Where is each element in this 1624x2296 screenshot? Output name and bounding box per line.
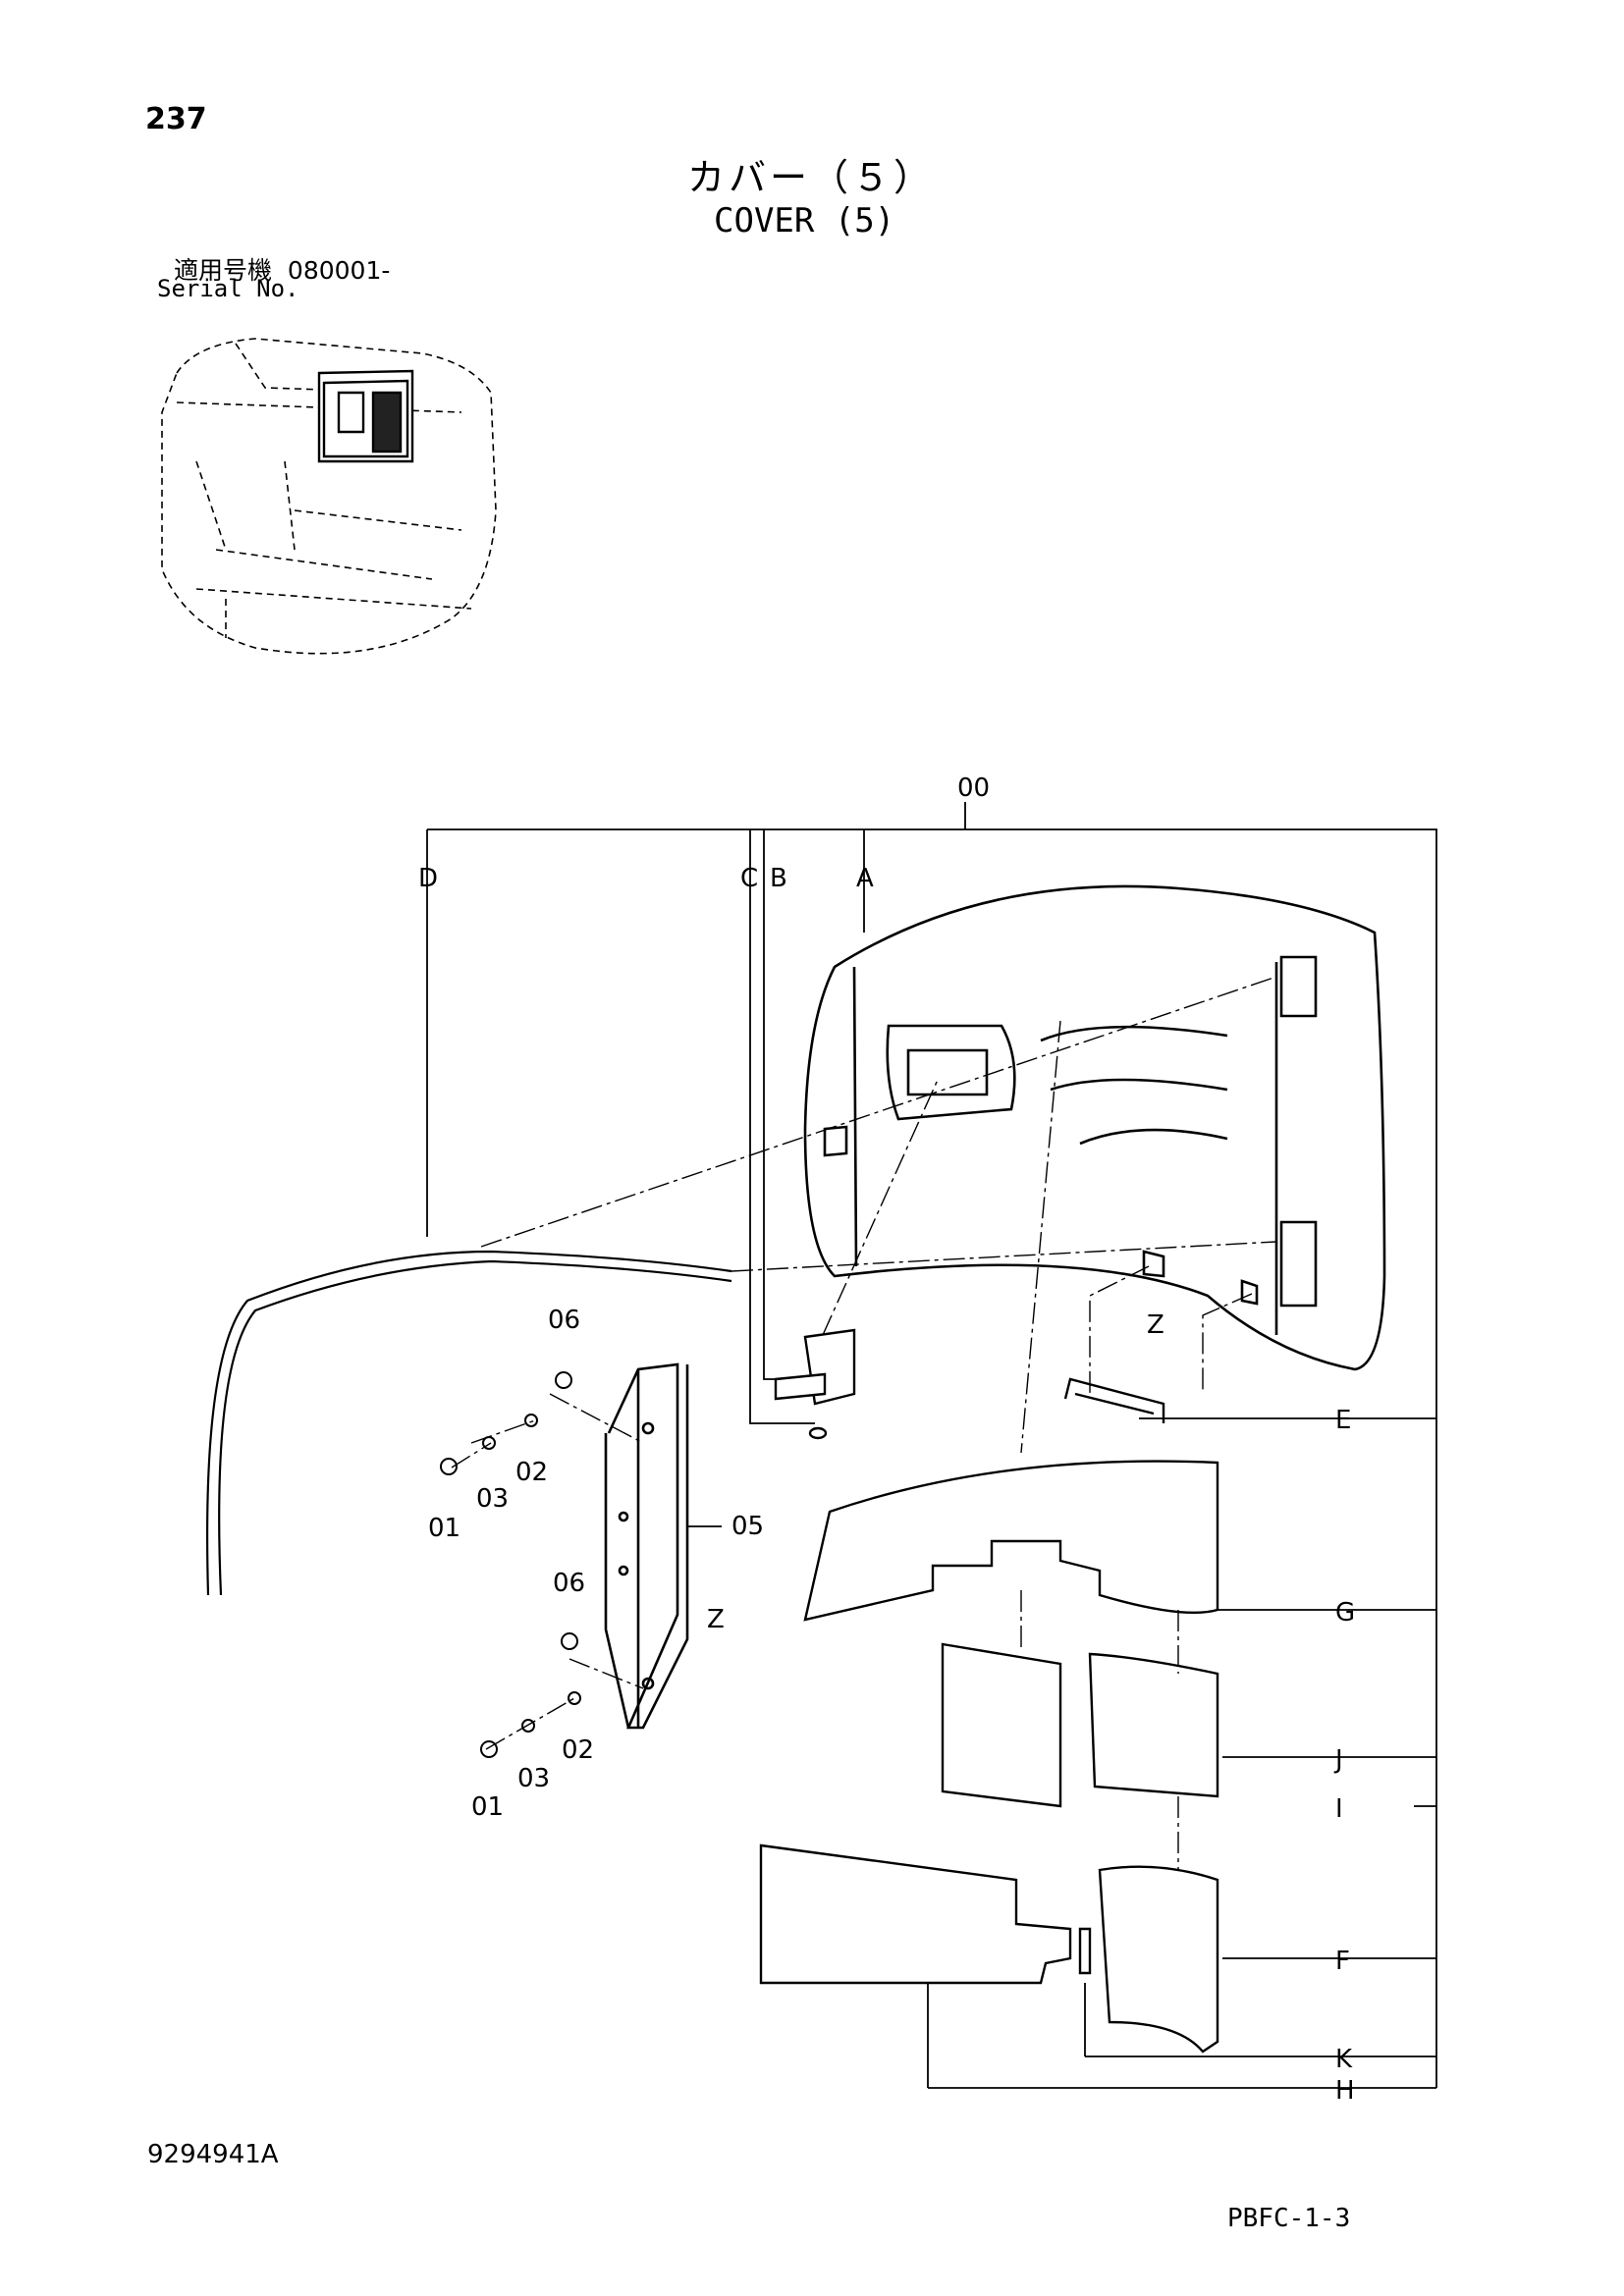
fasteners [440,1371,581,1758]
callout-02-lower: 02 [562,1735,595,1765]
cover-a [803,884,1386,1371]
serial-value: 080001- [287,256,391,285]
callout-06-lower: 06 [553,1569,586,1598]
callout-k: K [1335,2045,1353,2074]
callout-03-lower: 03 [517,1764,551,1793]
callout-d: D [418,864,439,893]
callout-f: F [1335,1947,1350,1976]
pad-f [759,1843,1219,2054]
callout-06-upper: 06 [548,1306,581,1335]
callout-00: 00 [957,774,991,803]
page-code: PBFC-1-3 [1227,2204,1351,2233]
document-number: 9294941A [147,2140,279,2169]
callout-01-upper: 01 [428,1514,461,1543]
callout-z-lower: Z [707,1605,725,1634]
serial-applicability: 適用号機 080001- [174,251,390,287]
serial-label-en: Serial No. [157,275,299,302]
latch-bracket [774,1328,856,1440]
callout-z-upper: Z [1147,1310,1164,1340]
callout-02-upper: 02 [515,1458,549,1487]
callout-b: B [770,864,787,893]
callout-j: J [1335,1745,1343,1775]
title-japanese: カバー（５） [687,156,936,199]
page-number: 237 [145,102,207,136]
locator-highlight [317,369,414,463]
callout-05: 05 [731,1512,765,1541]
title-english: COVER (5) [714,201,895,240]
seal-strip [206,1250,732,1596]
callout-i: I [1335,1794,1343,1824]
serial-label-ja: 適用号機 [174,256,273,285]
callout-h: H [1335,2076,1355,2106]
callout-g: G [1335,1598,1356,1628]
callout-03-upper: 03 [476,1484,510,1514]
callout-e: E [1335,1406,1352,1435]
callout-01-lower: 01 [471,1792,505,1822]
pad-j [941,1642,1219,1808]
callout-c: C [740,864,759,893]
pad-g [803,1460,1219,1622]
bracket-05 [604,1362,689,1730]
grab-handle [1063,1377,1165,1423]
assembly-lines [451,976,1277,1870]
callout-a: A [856,864,874,893]
